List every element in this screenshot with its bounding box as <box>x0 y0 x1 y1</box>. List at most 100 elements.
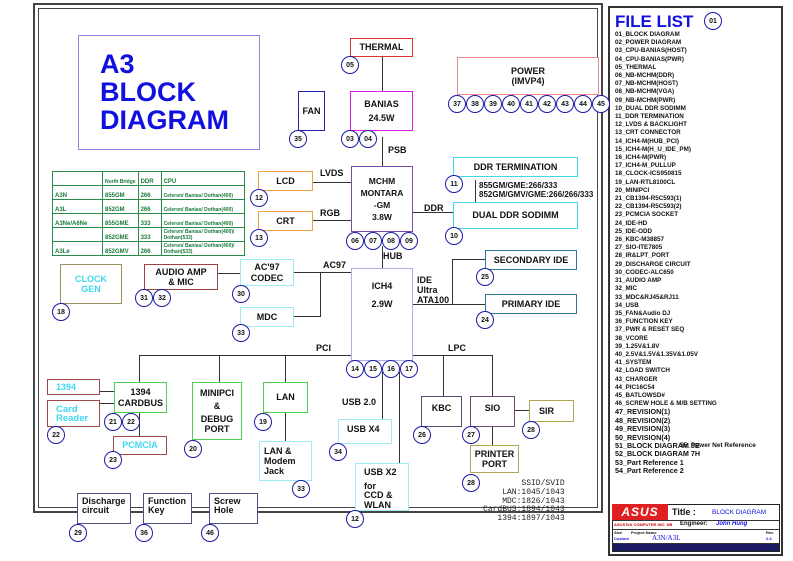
file-list-item[interactable]: 39_1.25V&1.8V <box>615 342 660 350</box>
file-list-item[interactable]: 27_SIO-ITE7805 <box>615 244 663 252</box>
file-list-item[interactable]: 34_USB <box>615 301 639 309</box>
lan-block[interactable]: LAN <box>263 382 308 413</box>
file-list-title: FILE LIST <box>615 12 694 31</box>
pcmcia-block[interactable]: PCMCIA <box>113 436 167 455</box>
file-list-item[interactable]: 47_REVISION(1) <box>615 407 671 417</box>
file-list-item[interactable]: 36_FUNCTION KEY <box>615 318 673 326</box>
file-list-item[interactable]: 16_ICH4-M(PWR) <box>615 154 667 162</box>
file-list-item[interactable]: 09_NB-MCHM(PWR) <box>615 96 676 104</box>
file-list-item[interactable]: 52_BLOCK DIAGRAM 7H <box>615 449 701 459</box>
printer-port-block[interactable]: PRINTER PORT <box>470 445 519 473</box>
file-list-item[interactable]: 15_ICH4-M(H_U_IDE_PM) <box>615 145 691 153</box>
file-list-item[interactable]: 24_IDE-HD <box>615 219 648 227</box>
file-list-item[interactable]: 31_AUDIO AMP <box>615 277 662 285</box>
file-list-item[interactable]: 26_KBC-M38857 <box>615 236 665 244</box>
file-list-item[interactable]: 11_DDR TERMINATION <box>615 113 684 121</box>
kbc-block[interactable]: KBC <box>421 396 462 427</box>
file-list-item[interactable]: 25_IDE-ODD <box>615 227 653 235</box>
table-cell: 852GMV <box>102 241 139 256</box>
file-list-item[interactable]: 20_MINIPCI <box>615 186 650 194</box>
card-reader-block[interactable]: Card Reader <box>47 400 100 427</box>
file-list-item[interactable]: 05_THERMAL <box>615 63 657 71</box>
clock-gen-block[interactable]: CLOCK GEN <box>60 264 122 304</box>
sir-block[interactable]: SIR <box>529 400 574 422</box>
file-list-item[interactable]: 18_CLOCK-ICS950815 <box>615 170 682 178</box>
usb-x4-block[interactable]: USB X4 <box>338 419 392 444</box>
title-line-1: A3 <box>100 49 135 79</box>
file-list-item[interactable]: 14_ICH4-M(HUB_PCI) <box>615 137 680 145</box>
crt-block[interactable]: CRT <box>258 211 313 231</box>
file-list-item[interactable]: 12_LVDS & BACKLIGHT <box>615 121 687 129</box>
file-list-item[interactable]: 35_FAN&Audio DJ <box>615 309 671 317</box>
file-list-item[interactable]: 53_Part Reference 1 <box>615 457 684 467</box>
dual-ddr-sodimm-block[interactable]: DUAL DDR SODIMM <box>453 202 578 229</box>
file-list-item[interactable]: 07_NB-MCHM(HOST) <box>615 80 678 88</box>
mchm-montara-block[interactable]: MCHM MONTARA -GM 3.8W <box>351 166 413 232</box>
file-list-item[interactable]: 49_REVISION(3) <box>615 424 671 434</box>
cardbus-1394-block[interactable]: 1394 CARDBUS <box>114 382 167 413</box>
lcd-block[interactable]: LCD <box>258 171 313 191</box>
file-list-item[interactable]: 46_SCREW HOLE & M/B SETTING <box>615 400 717 408</box>
mdc-line <box>294 316 321 317</box>
file-list-item[interactable]: 54_Part Reference 2 <box>615 466 684 476</box>
file-list-item[interactable]: 28_IR&LPT_PORT <box>615 252 670 260</box>
lan-modem-jack-block[interactable]: LAN & Modem Jack <box>259 441 312 481</box>
function-key-block[interactable]: Function Key <box>143 493 192 524</box>
file-list-item[interactable]: 38_VCORE <box>615 334 648 342</box>
file-list-item[interactable]: 42_LOAD SWITCH <box>615 367 670 375</box>
screw-hole-block[interactable]: Screw Hole <box>209 493 258 524</box>
pcmcia-label: PCMCIA <box>122 440 158 451</box>
file-list-item[interactable]: 30_CODEC-ALC650 <box>615 268 674 276</box>
mdc-block[interactable]: MDC <box>240 307 294 327</box>
ieee1394-block[interactable]: 1394 <box>47 379 100 395</box>
file-list-item[interactable]: 03_CPU-BANIAS(HOST) <box>615 47 687 55</box>
sio-block[interactable]: SIO <box>470 396 515 427</box>
file-list-item[interactable]: 23_PCMCIA SOCKET <box>615 211 679 219</box>
file-list-item[interactable]: 45_BATLOWSD# <box>615 391 665 399</box>
thermal-block[interactable]: THERMAL <box>350 38 413 57</box>
secondary-ide-block[interactable]: SECONDARY IDE <box>485 250 577 270</box>
table-cell: A3Le <box>52 241 103 256</box>
file-list-item[interactable]: 13_CRT CONNECTOR <box>615 129 681 137</box>
file-list-item[interactable]: 44_PIC16C54 <box>615 383 655 391</box>
file-list-item[interactable]: 33_MDC&RJ45&RJ11 <box>615 293 679 301</box>
file-list-item[interactable]: 21_CB1394-R5C593(1) <box>615 195 682 203</box>
file-list-item[interactable]: 29_DISCHARGE CIRCUIT <box>615 260 691 268</box>
page-ref-badge: 08 <box>382 232 400 250</box>
discharge-circuit-block[interactable]: Discharge circuit <box>77 493 131 524</box>
power-imvp4-block[interactable]: POWER (IMVP4) <box>457 57 599 95</box>
file-list-extra-item[interactable]: 55_Power Net Reference <box>680 442 756 449</box>
banias-cpu-block[interactable]: BANIAS 24.5W <box>350 91 413 131</box>
page-ref-badge: 09 <box>400 232 418 250</box>
file-list-item[interactable]: 48_REVISION(2) <box>615 415 671 425</box>
file-list-item[interactable]: 17_ICH4-M_PULLUP <box>615 162 676 170</box>
file-list-item[interactable]: 08_NB-MCHM(VGA) <box>615 88 675 96</box>
file-list-item[interactable]: 50_REVISION(4) <box>615 432 671 442</box>
pci-cardbus-drop <box>139 355 140 382</box>
file-list-item[interactable]: 22_CB1394-R5C593(2) <box>615 203 682 211</box>
file-list-item[interactable]: 01_BLOCK DIAGRAM <box>615 31 680 38</box>
file-list-item[interactable]: 37_PWR & RESET SEQ <box>615 326 685 334</box>
ac97-codec-block[interactable]: AC'97 CODEC <box>240 259 294 286</box>
file-list-item[interactable]: 32_MIC <box>615 285 638 293</box>
file-list-item[interactable]: 40_2.5V&1.5V&1.35V&1.05V <box>615 350 698 358</box>
primary-ide-block[interactable]: PRIMARY IDE <box>485 294 577 314</box>
file-list-item[interactable]: 04_CPU-BANIAS(PWR) <box>615 55 684 63</box>
file-list-item[interactable]: 43_CHARGER <box>615 375 658 383</box>
minipci-debug-block[interactable]: MINIPCI & DEBUG PORT <box>192 382 242 440</box>
ddr-termination-block[interactable]: DDR TERMINATION <box>453 157 578 177</box>
file-list-item[interactable]: 41_SYSTEM <box>615 359 652 367</box>
ich4-southbridge-block[interactable]: ICH4 2.9W <box>351 268 413 361</box>
file-list-item[interactable]: 19_LAN-RTL8100CL <box>615 178 676 186</box>
file-list-item[interactable]: 51_BLOCK DIAGRAM 5E <box>615 440 700 450</box>
kbc-label: KBC <box>431 403 452 413</box>
fan-block[interactable]: FAN <box>298 91 325 131</box>
usb-x2-block[interactable]: USB X2 for CCD & WLAN <box>355 463 409 511</box>
mchm-label: MCHM <box>368 176 396 186</box>
file-list-item[interactable]: 02_POWER DIAGRAM <box>615 39 682 47</box>
file-list-item[interactable]: 10_DUAL DDR SODIMM <box>615 104 686 112</box>
sio-sir-line <box>515 410 529 411</box>
file-list-item[interactable]: 06_NB-MCHM(DDR) <box>615 72 675 80</box>
audio-amp-mic-block[interactable]: AUDIO AMP & MIC <box>144 264 218 290</box>
